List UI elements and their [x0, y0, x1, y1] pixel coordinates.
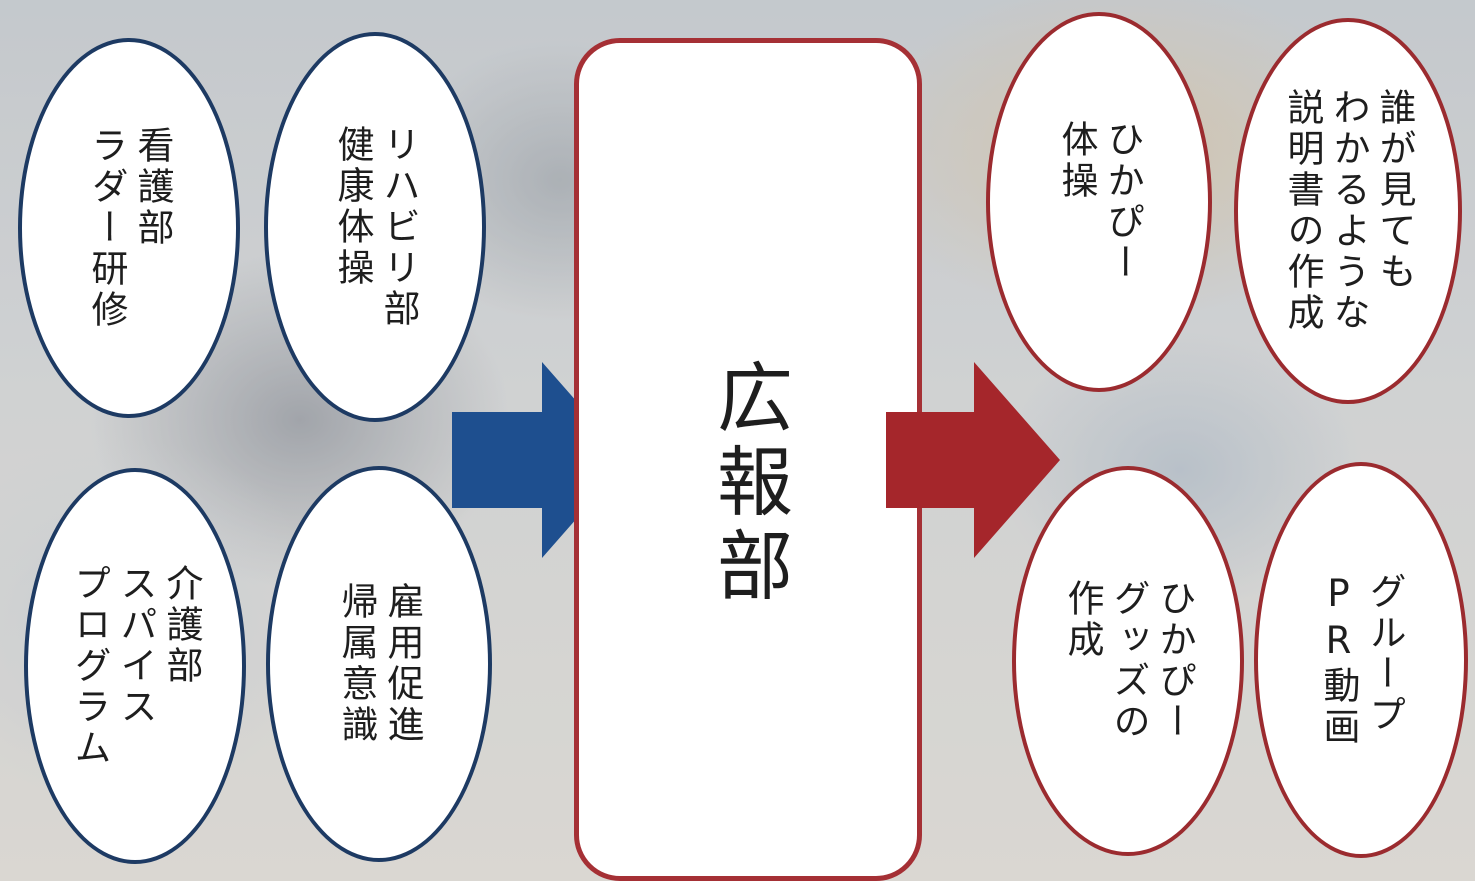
- input-oval-rehab-text: リハビリ部 健康体操: [331, 124, 420, 330]
- output-oval-exercise: ひかぴー 体操: [986, 12, 1212, 392]
- input-oval-employment-text: 雇用促進 帰属意識: [335, 582, 424, 746]
- input-oval-employment: 雇用促進 帰属意識: [266, 466, 492, 862]
- center-label: 広報部: [704, 358, 793, 610]
- output-oval-manual-text: 誰が見ても わかるような 説明書の作成: [1281, 88, 1416, 334]
- output-oval-goods-text: ひかぴー グッズの 作成: [1061, 579, 1196, 743]
- output-arrow-shape: [886, 362, 1060, 558]
- input-oval-care-text: 介護部 スパイス プログラム: [68, 563, 203, 769]
- center-box: 広報部: [574, 38, 922, 881]
- output-oval-goods: ひかぴー グッズの 作成: [1012, 466, 1244, 856]
- output-oval-video-text: グループ PR動画: [1317, 572, 1406, 748]
- output-oval-exercise-text: ひかぴー 体操: [1055, 120, 1144, 284]
- input-oval-rehab: リハビリ部 健康体操: [264, 32, 486, 422]
- input-oval-care: 介護部 スパイス プログラム: [24, 468, 246, 864]
- input-oval-nursing-text: 看護部 ラダー研修: [85, 125, 174, 331]
- output-oval-manual: 誰が見ても わかるような 説明書の作成: [1234, 18, 1462, 404]
- output-oval-video: グループ PR動画: [1254, 462, 1468, 858]
- input-oval-nursing: 看護部 ラダー研修: [18, 38, 240, 418]
- output-arrow: [886, 362, 1060, 558]
